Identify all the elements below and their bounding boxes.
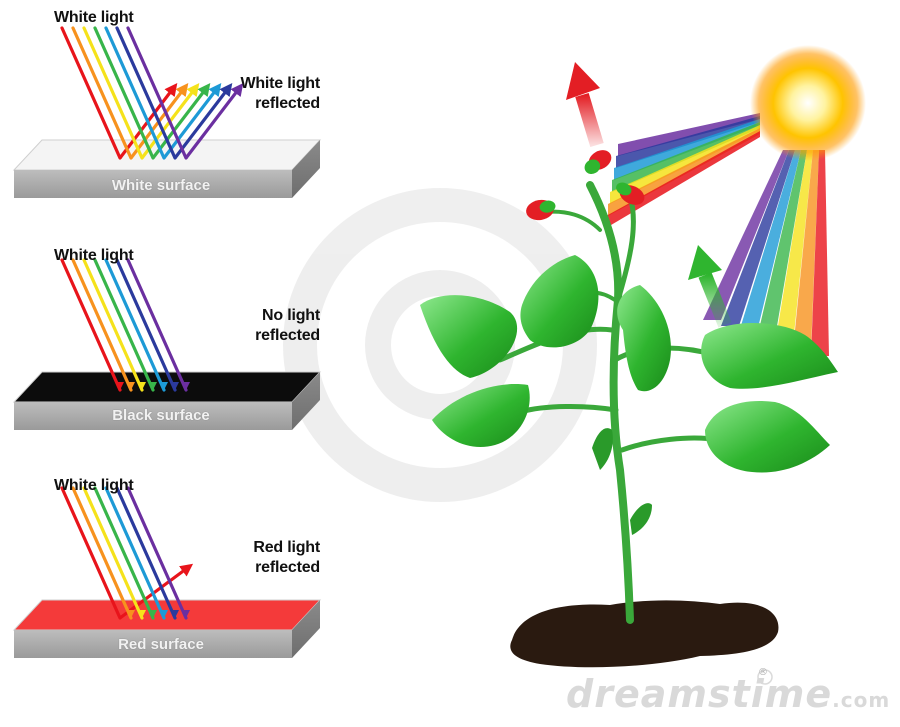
red-reflected-arrow (566, 62, 600, 145)
leaf (617, 285, 671, 391)
surface-label: Red surface (36, 635, 286, 655)
incoming-light-label: White light (54, 476, 134, 496)
reflected-label-line2: reflected (210, 558, 320, 578)
reflected-label-line1: No light (210, 306, 320, 326)
sun-icon (750, 45, 866, 161)
leaf (520, 255, 598, 347)
reflected-label-line2: reflected (210, 94, 320, 114)
surface-label: White surface (36, 176, 286, 196)
reflected-label-line2: reflected (210, 326, 320, 346)
leaf (432, 384, 530, 447)
plant-stem (590, 185, 630, 620)
surface-top (14, 600, 320, 630)
incoming-light-label: White light (54, 246, 134, 266)
surface-top (14, 372, 320, 402)
reflected-label-line1: White light (210, 74, 320, 94)
leaf (705, 401, 830, 473)
reflected-label-line1: Red light (210, 538, 320, 558)
watermark-registered: ® (758, 667, 768, 678)
incoming-light-label: White light (54, 8, 134, 28)
soil (510, 600, 778, 667)
flower (580, 146, 615, 177)
watermark-brand: dreamstime.com (566, 672, 890, 716)
surface-label: Black surface (36, 406, 286, 426)
leaf (630, 503, 652, 535)
leaf (592, 428, 613, 470)
